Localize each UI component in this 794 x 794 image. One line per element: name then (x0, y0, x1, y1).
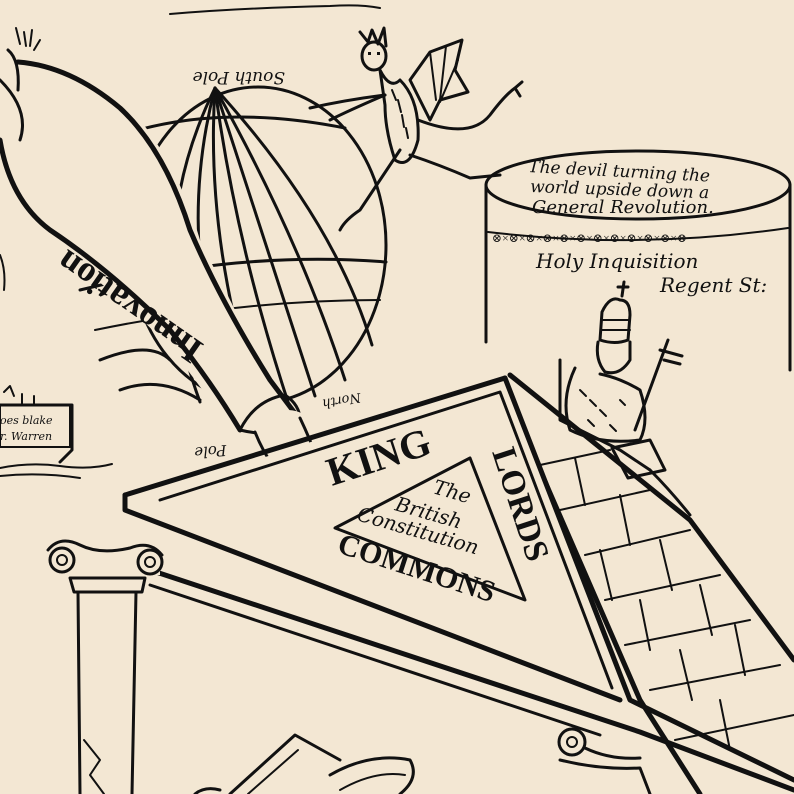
drum-text-line3: General Revolution. (532, 197, 714, 218)
pole-label: Pole (193, 441, 228, 462)
regent-st-label: Regent St: (659, 273, 767, 297)
devil-figure (308, 26, 524, 232)
left-ionic-column (46, 539, 164, 794)
south-pole-label: South Pole (193, 67, 286, 87)
top-edge-scribble (169, 4, 381, 15)
ship-sign-line2: r. Warren (0, 430, 52, 443)
north-label: North (321, 389, 363, 411)
pope-figure (558, 280, 692, 517)
holy-inquisition-label: Holy Inquisition (535, 249, 698, 273)
ship-sign-line1: oes blake (0, 414, 53, 427)
roof-bricks (539, 449, 794, 751)
ship-fragment: oes blake r. Warren (0, 385, 113, 479)
revolution-drum: The devil turning the world upside down … (484, 149, 792, 372)
drum-pattern-band: ⊗×⊗×⊗×⊗×⊗×⊗×⊗×⊗×⊗×⊗×⊗×⊗ (492, 231, 687, 245)
left-edge-fragment (0, 254, 6, 291)
lower-roof-fragment (193, 733, 415, 794)
right-ionic-capital (557, 727, 652, 794)
